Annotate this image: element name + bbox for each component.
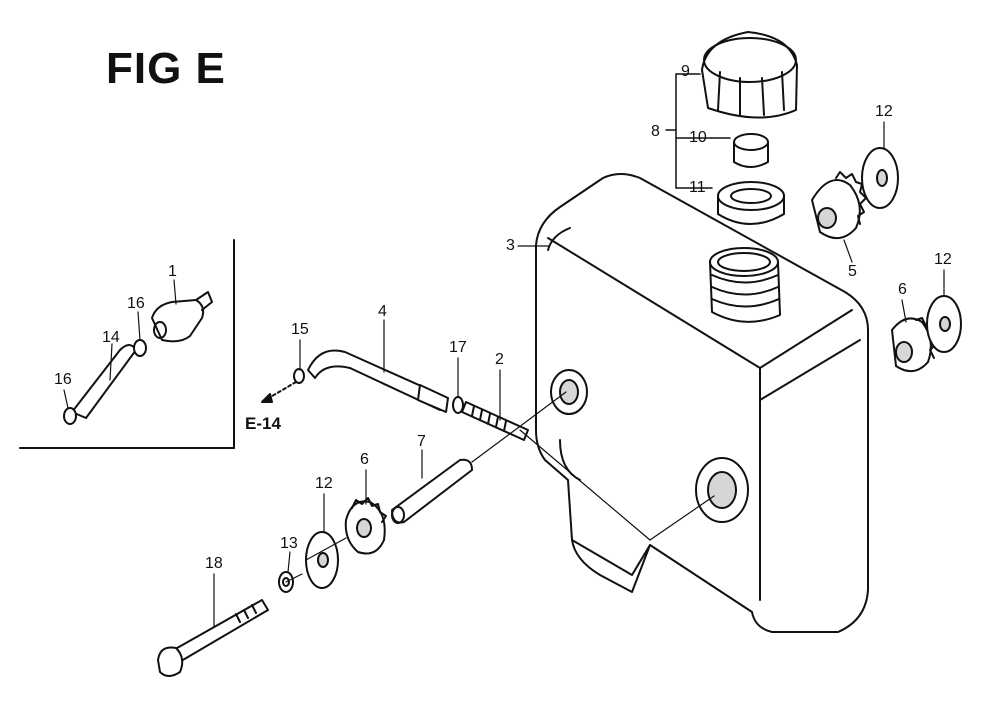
stud-bolt [461,401,529,441]
callout-5: 5 [848,263,857,280]
callout-10: 10 [689,129,707,146]
callout-12-top: 12 [875,103,893,120]
assembly-bracket [665,73,731,189]
callout-16-lower: 16 [54,371,72,388]
callout-12-left: 12 [315,475,333,492]
callout-9: 9 [681,63,690,80]
callout-11: 11 [689,179,706,196]
rubber-mount-6-right [891,317,937,373]
rubber-mount-6-left [344,497,387,555]
inset-frame [19,239,235,449]
callout-16-upper: 16 [127,295,145,312]
callout-4: 4 [378,303,387,320]
hose-clips [293,368,464,414]
callout-12-right: 12 [934,251,952,268]
callout-1: 1 [168,263,177,280]
fuel-valve [151,291,213,343]
leader-lines [63,121,945,627]
callout-18: 18 [205,555,223,572]
fuel-tank [535,173,869,633]
callout-6-right: 6 [898,281,907,298]
callout-15: 15 [291,321,309,338]
cap-gasket [717,181,785,225]
rubber-mount-5 [811,171,867,239]
callout-6-left: 6 [360,451,369,468]
cap-plug [733,133,769,168]
callout-3: 3 [506,237,515,254]
washer-12-left [305,531,339,589]
callout-14: 14 [102,329,120,346]
reference-arrow [261,381,297,403]
callout-17: 17 [449,339,467,356]
fuel-hose [307,349,449,413]
washer-12-top [861,147,899,209]
washer-12-right [926,295,962,353]
callout-2: 2 [495,351,504,368]
figure-title: FIG E [106,44,226,93]
assembly-lines [285,391,715,583]
inset-hose [63,339,147,425]
reference-label: E-14 [245,414,281,433]
callout-7: 7 [417,433,426,450]
callout-13: 13 [280,535,298,552]
long-bolt [157,599,269,677]
fuel-cap [701,31,798,119]
spacer-tube [391,458,473,524]
callout-8: 8 [651,123,660,140]
